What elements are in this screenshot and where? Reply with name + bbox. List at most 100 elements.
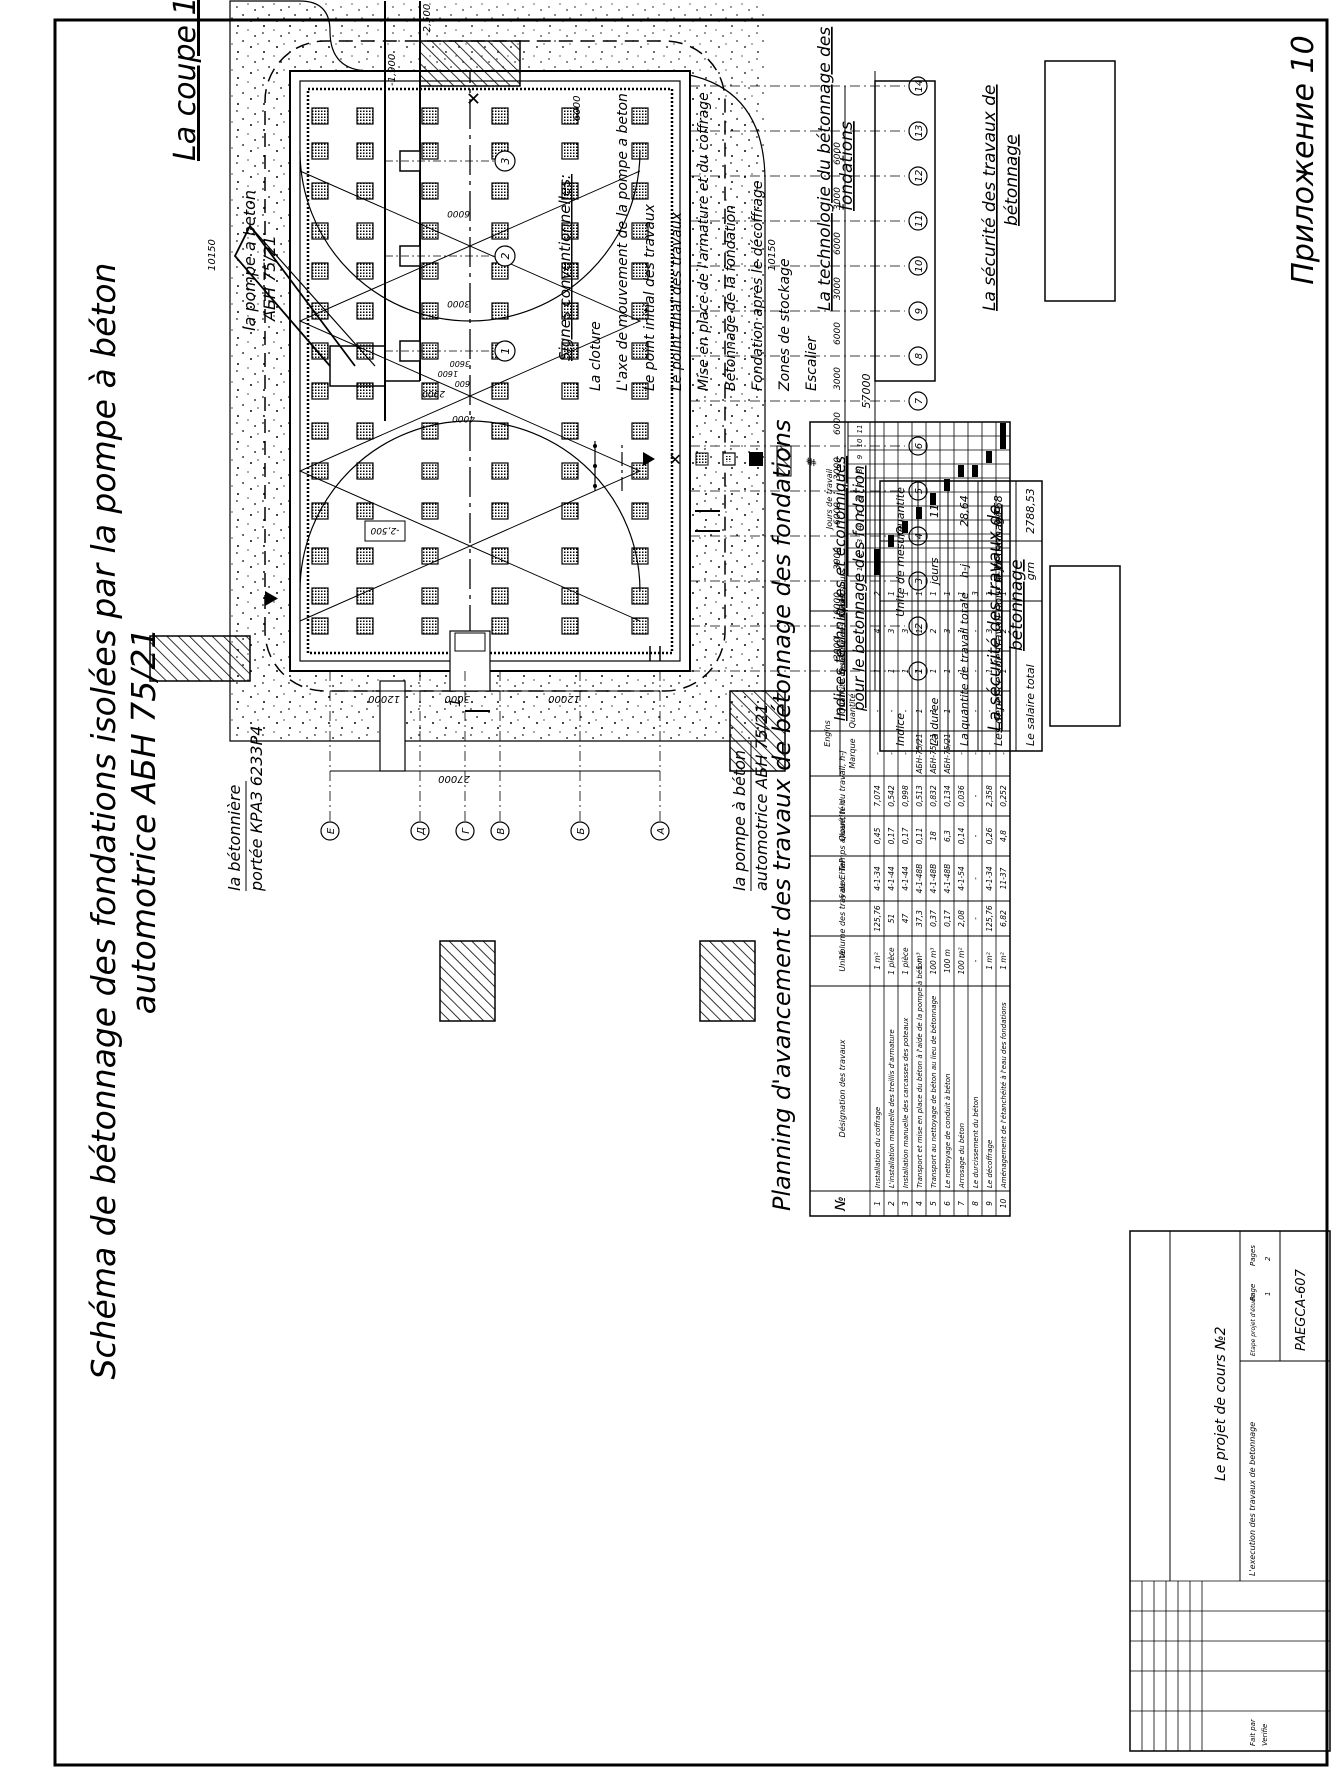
gantt-bar <box>874 549 880 575</box>
footing <box>421 262 439 280</box>
stamp-pages-no: 2 <box>1264 1256 1272 1261</box>
day-header: 8 <box>856 468 864 473</box>
planning-cell: 1 m² <box>985 952 994 969</box>
footing <box>421 142 439 160</box>
planning-cell: 47 <box>901 914 910 924</box>
footing <box>356 302 374 320</box>
level-mark: -2,500 <box>370 525 399 535</box>
day-header: 4 <box>856 525 864 529</box>
legend-item: Le point final des travaux <box>669 211 685 391</box>
axis-number: 8 <box>914 353 925 359</box>
footing <box>311 547 329 565</box>
day-header: 6 <box>856 496 864 501</box>
indices-cell: Indice <box>894 713 907 746</box>
stamp-pages: Pages <box>1249 1245 1257 1266</box>
stamp-project: Le projet de cours №2 <box>1213 1326 1229 1481</box>
footing <box>631 422 649 440</box>
footing <box>561 302 579 320</box>
planning-cell: Transport et mise en place du béton à l'… <box>916 958 924 1188</box>
indices-cell: 28,64 <box>958 495 971 527</box>
planning-header: Quantité <box>847 694 857 729</box>
appendix-label: Приложение 10 <box>1286 35 1321 284</box>
planning-cell: 3 <box>901 1201 910 1206</box>
footing <box>311 107 329 125</box>
indices-title-line1: Indices techniques et économiques <box>831 456 849 721</box>
planning-cell: - <box>999 752 1008 755</box>
planning-cell: 125,76 <box>985 905 994 931</box>
planning-cell: АБН-75/21 <box>915 733 924 774</box>
planning-cell: 100 m <box>943 949 952 973</box>
indices-cell: Les depences de travail pour le betonnag… <box>992 510 1005 746</box>
planning-cell: - <box>971 959 980 962</box>
day-header: 10 <box>856 438 864 447</box>
legend-item: La cloture <box>588 321 604 391</box>
planning-cell: - <box>957 709 966 712</box>
planning-cell: 2 <box>929 628 938 633</box>
footing <box>356 182 374 200</box>
pump-label-line1: la pompe a beton <box>240 190 259 331</box>
planning-cell: Transport au nettoyage de béton au lieu … <box>930 996 938 1188</box>
footing <box>356 342 374 360</box>
gantt-bar <box>888 535 894 547</box>
indices-cell: Le salaire total <box>1024 664 1037 746</box>
gantt-bar <box>930 493 936 505</box>
planning-cell: - <box>971 877 980 880</box>
planning-cell: 0,513 <box>915 785 924 807</box>
footing <box>561 342 579 360</box>
svg-text:⩨: ⩨ <box>804 457 820 467</box>
planning-cell: 0,542 <box>887 785 896 807</box>
planning-cell: - <box>971 669 980 672</box>
planning-cell: 1 <box>901 669 910 674</box>
day-header: 3 <box>856 539 864 543</box>
securite1-line1: La sécurité des travaux de <box>980 84 1000 311</box>
planning-cell: 125,76 <box>873 905 882 931</box>
footing <box>561 617 579 635</box>
plan-dim: 3000 <box>833 637 843 660</box>
footing <box>311 587 329 605</box>
planning-cell: 1 <box>999 669 1008 674</box>
planning-cell: 3 <box>985 628 994 633</box>
footing <box>561 107 579 125</box>
footing <box>561 547 579 565</box>
plan-dim: 3000 <box>833 187 843 210</box>
stamp-etape: Etape projet d'étude <box>1250 1294 1257 1356</box>
footing <box>561 142 579 160</box>
footing <box>421 462 439 480</box>
indices-cell: jours <box>928 557 941 586</box>
planning-cell: 1 <box>915 669 924 674</box>
axis-number: 2 <box>914 623 925 629</box>
cut-mark: 1 <box>448 698 464 707</box>
planning-cell: 0,17 <box>887 827 896 844</box>
planning-cell: 18 <box>929 831 938 841</box>
offset-dim: 10150 <box>767 239 778 271</box>
footing <box>311 617 329 635</box>
planning-cell: 1 <box>957 591 966 596</box>
planning-cell: 1 <box>985 669 994 674</box>
planning-cell: Le nettoyage de conduit à béton <box>944 1074 952 1188</box>
storage-zone <box>149 635 251 682</box>
mixer-label-line1: la bétonnière <box>225 784 244 891</box>
gantt-bar <box>958 465 964 477</box>
planning-cell: 0,036 <box>957 785 966 807</box>
planning-cell: 0,26 <box>985 827 994 844</box>
planning-cell: 7 <box>957 1201 966 1206</box>
footing <box>631 107 649 125</box>
axis-letter: Г <box>461 827 472 834</box>
planning-header: Jours de travail <box>825 468 834 531</box>
securite1-box <box>1044 60 1116 302</box>
planning-cell: 0,17 <box>901 827 910 844</box>
planning-cell: Le décoffrage <box>986 1140 994 1188</box>
footing <box>491 222 509 240</box>
planning-cell: 0,45 <box>873 827 882 844</box>
planning-cell: 0,14 <box>957 827 966 844</box>
gantt-bar <box>972 465 978 477</box>
section-dim: 4000 <box>452 413 475 423</box>
planning-cell: 1 <box>929 669 938 674</box>
planning-cell: 1 <box>929 591 938 596</box>
footing <box>631 502 649 520</box>
footing <box>631 222 649 240</box>
footing <box>356 142 374 160</box>
planning-cell: АБН-75/21 <box>929 733 938 774</box>
planning-cell: 6,3 <box>943 830 952 842</box>
